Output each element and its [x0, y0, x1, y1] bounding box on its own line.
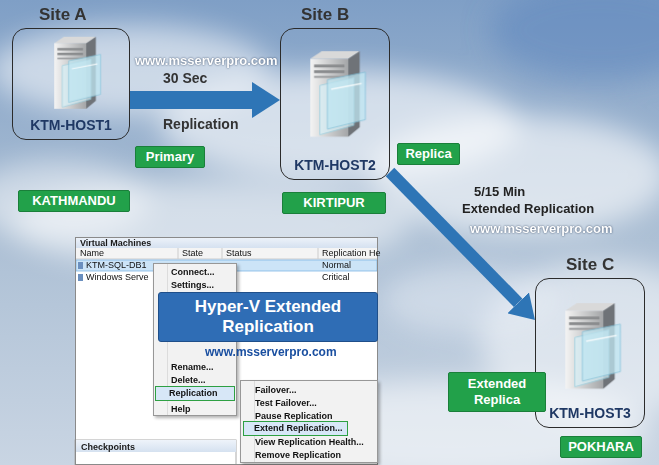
- title-banner: Hyper-V Extended Replication: [158, 292, 378, 342]
- menu-item: Test Failover...: [255, 398, 317, 409]
- interval-label: 5/15 Min: [474, 184, 525, 199]
- panel-heading: Checkpoints: [81, 442, 135, 453]
- interval-label: 30 Sec: [163, 70, 207, 86]
- table-cell: Normal: [322, 260, 351, 271]
- menu-item: Pause Replication: [255, 411, 333, 422]
- submenu: Extend Replication... Failover... Test Fai…: [240, 380, 378, 463]
- city-tag: KIRTIPUR: [282, 192, 386, 214]
- server-icon: [565, 303, 620, 389]
- table-cell: KTM-SQL-DB1: [86, 260, 147, 271]
- menu-item: Rename...: [171, 362, 214, 373]
- edge-label: Extended Replication: [462, 201, 594, 216]
- host-name: KTM-HOST1: [30, 117, 112, 133]
- server-icon: [54, 37, 100, 109]
- tag-text: Extended Replica: [449, 376, 545, 408]
- role-tag: Replica: [397, 143, 460, 165]
- site-heading: Site B: [301, 5, 349, 25]
- edge-label: Replication: [163, 116, 238, 132]
- role-tag: Primary: [135, 146, 205, 168]
- watermark: www.msserverpro.com: [135, 53, 278, 68]
- host-name: KTM-HOST2: [294, 157, 376, 173]
- tag-text: POKHARA: [568, 439, 634, 455]
- column-header: Name: [80, 248, 104, 259]
- tag-text: KIRTIPUR: [303, 195, 364, 211]
- highlighted-item: Extend Replication...: [243, 421, 348, 436]
- menu-item: Settings...: [171, 280, 214, 291]
- tag-text: Primary: [146, 149, 194, 165]
- server-box: Site AKTM-HOST1: [12, 28, 130, 140]
- column-header: Replication He: [322, 248, 381, 259]
- menu-item: Replication: [169, 388, 218, 399]
- server-icon: [310, 51, 365, 137]
- menu-item: Failover...: [255, 385, 297, 396]
- menu-item: Connect...: [171, 267, 215, 278]
- tag-text: KATHMANDU: [32, 193, 116, 209]
- menu-item: View Replication Health...: [255, 437, 364, 448]
- menu-item: Extend Replication...: [254, 423, 343, 434]
- menu-item: Remove Replication: [255, 450, 341, 461]
- menu-item: Help: [171, 404, 191, 415]
- host-name: KTM-HOST3: [549, 405, 631, 421]
- panel-heading: Virtual Machines: [80, 238, 151, 249]
- column-header: State: [182, 248, 203, 259]
- menu-item: Delete...: [171, 375, 206, 386]
- site-heading: Site A: [39, 5, 87, 25]
- column-header: Status: [226, 248, 252, 259]
- replication-arrow: [130, 91, 252, 109]
- screenshot-chrome: [75, 237, 378, 465]
- watermark: www.msserverpro.com: [470, 221, 613, 236]
- tag-text: Replica: [405, 146, 451, 162]
- watermark: www.msserverpro.com: [205, 345, 337, 359]
- banner-text: Hyper-V Extended Replication: [165, 297, 371, 337]
- city-tag: POKHARA: [560, 436, 642, 458]
- highlighted-item: Replication: [155, 386, 235, 401]
- city-tag: KATHMANDU: [18, 190, 130, 212]
- role-tag: Extended Replica: [448, 372, 546, 412]
- table-cell: Windows Serve: [86, 272, 149, 283]
- server-box: Site CKTM-HOST3: [535, 278, 645, 428]
- site-heading: Site C: [566, 255, 614, 275]
- table-cell: Critical: [322, 272, 350, 283]
- server-box: Site BKTM-HOST2: [280, 28, 390, 180]
